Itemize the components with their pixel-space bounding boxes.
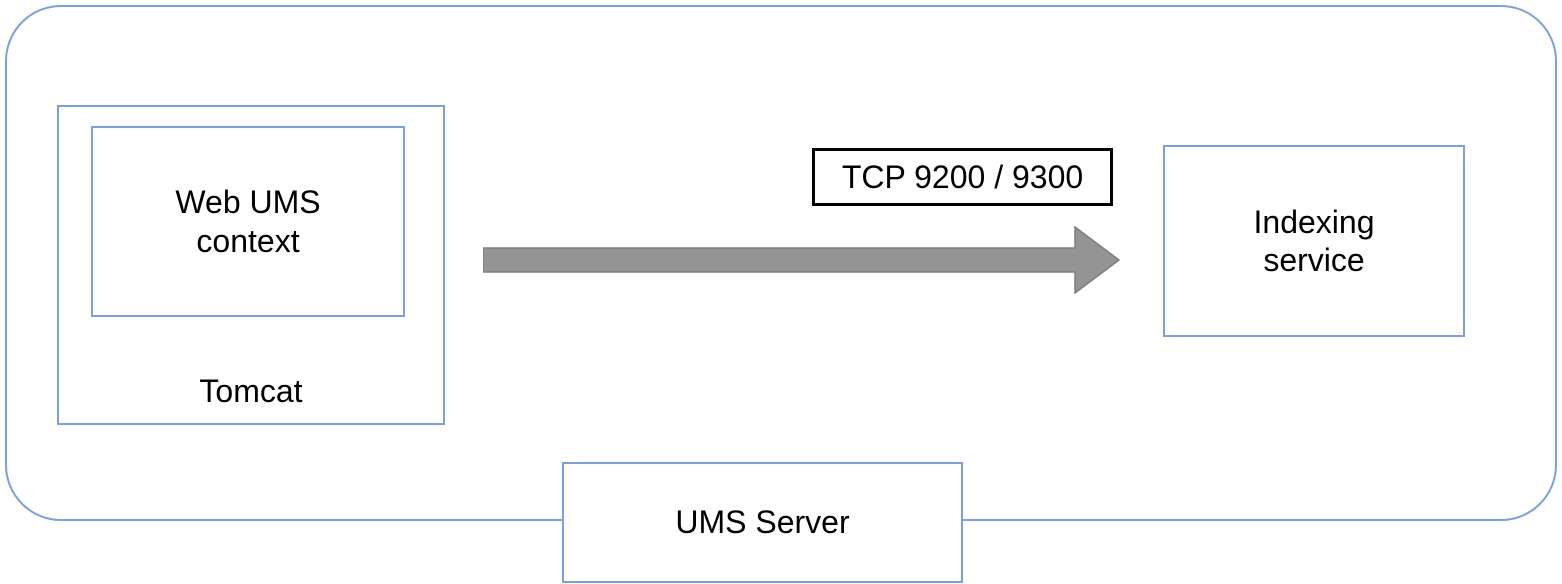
web-ums-context-label-line1: Web UMS — [175, 184, 321, 221]
connection-arrow-icon — [483, 226, 1121, 294]
ums-server-label: UMS Server — [675, 504, 850, 541]
tcp-port-label: TCP 9200 / 9300 — [841, 158, 1084, 195]
tomcat-label: Tomcat — [199, 373, 303, 409]
right-arrow-shape — [483, 226, 1121, 294]
web-ums-context-label-line2: context — [196, 222, 300, 259]
indexing-service-box: Indexing service — [1163, 145, 1465, 337]
indexing-service-label-line2: service — [1263, 242, 1365, 278]
indexing-service-label-line1: Indexing — [1253, 203, 1375, 240]
ums-server-label-box: UMS Server — [562, 462, 963, 583]
web-ums-context-box: Web UMS context — [91, 126, 405, 317]
tcp-port-label-box: TCP 9200 / 9300 — [812, 148, 1113, 206]
